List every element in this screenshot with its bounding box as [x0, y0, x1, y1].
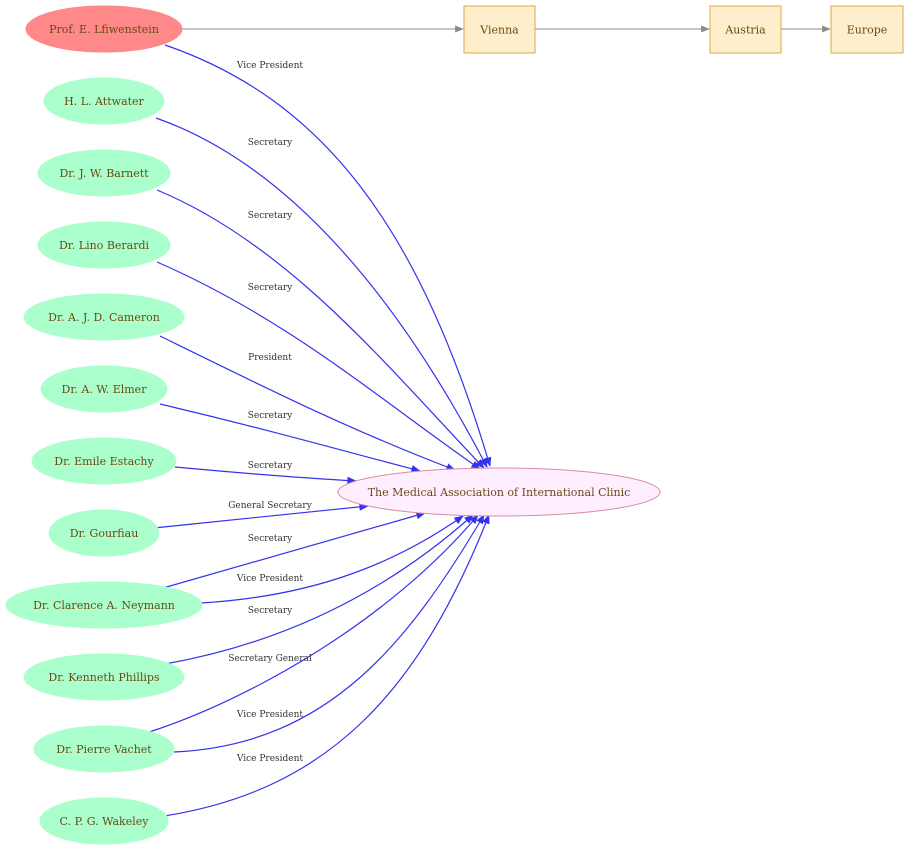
edge-label-secretary: Secretary	[248, 211, 293, 221]
edge-label-secretary: Secretary	[248, 606, 293, 616]
edge-c-p-g-wakeley-vice-president	[163, 514, 490, 817]
edges-layer	[145, 25, 831, 817]
edge-label-president: President	[248, 353, 292, 363]
edge-dr-pierre-vachet-vice-president	[173, 514, 485, 753]
edge-label-general-secretary: General Secretary	[228, 501, 312, 511]
edge-prof-e-lfiwenstein-vice-president	[164, 44, 492, 467]
person-node-c-p-g-wakeley[interactable]: C. P. G. Wakeley	[39, 797, 169, 845]
person-node-label: Dr. A. J. D. Cameron	[48, 311, 160, 324]
edge-label-vice-president: Vice President	[236, 754, 304, 764]
person-node-label: H. L. Attwater	[64, 95, 144, 108]
place-node-label: Austria	[724, 24, 766, 37]
person-node-shape	[39, 797, 169, 845]
edge-dr-a-w-elmer-secretary	[159, 403, 421, 473]
person-node-label: Prof. E. Lfiwenstein	[49, 23, 159, 36]
place-node-austria[interactable]: Austria	[709, 5, 782, 54]
person-node-prof-e-lfiwenstein[interactable]: Prof. E. Lfiwenstein	[25, 5, 183, 53]
edge-dr-pierre-vachet-secretary-general	[145, 514, 479, 734]
person-node-label: Dr. Lino Berardi	[59, 239, 150, 252]
place-node-label: Europe	[847, 24, 888, 37]
person-node-shape	[25, 5, 183, 53]
person-node-shape	[23, 653, 185, 701]
edge-label-vice-president: Vice President	[236, 710, 304, 720]
person-node-label: Dr. Kenneth Phillips	[48, 671, 160, 684]
place-node-shape	[709, 5, 782, 54]
edge-label-vice-president: Vice President	[236, 61, 304, 71]
person-node-shape	[40, 365, 168, 413]
edge-dr-gourfiau-general-secretary	[153, 503, 369, 529]
person-node-shape	[5, 581, 203, 629]
organization-node-label: The Medical Association of International…	[368, 486, 631, 499]
edge-label-secretary: Secretary	[248, 138, 293, 148]
person-node-shape	[31, 437, 177, 485]
person-node-label: C. P. G. Wakeley	[60, 815, 150, 828]
organization-node[interactable]: The Medical Association of International…	[337, 467, 661, 517]
person-node-h-l-attwater[interactable]: H. L. Attwater	[43, 77, 165, 125]
person-node-dr-lino-berardi[interactable]: Dr. Lino Berardi	[37, 221, 171, 269]
edge-label-secretary: Secretary	[248, 461, 293, 471]
edge-dr-j-w-barnett-secretary	[156, 189, 485, 469]
edge-dr-emile-estachy-secretary	[174, 466, 357, 485]
person-node-dr-gourfiau[interactable]: Dr. Gourfiau	[48, 509, 160, 557]
edge-dr-clarence-a-neymann-secretary	[162, 511, 426, 589]
edge-label-secretary: Secretary	[248, 283, 293, 293]
place-node-shape	[463, 5, 536, 54]
person-node-label: Dr. Pierre Vachet	[56, 743, 152, 756]
place-node-vienna[interactable]: Vienna	[463, 5, 536, 54]
edge-label-secretary: Secretary	[248, 534, 293, 544]
organization-node-shape	[337, 467, 661, 517]
edge-labels-layer: Vice PresidentSecretarySecretarySecretar…	[228, 61, 312, 764]
person-node-dr-kenneth-phillips[interactable]: Dr. Kenneth Phillips	[23, 653, 185, 701]
person-node-label: Dr. A. W. Elmer	[62, 383, 148, 396]
person-node-label: Dr. Clarence A. Neymann	[33, 599, 175, 612]
edge-dr-a-j-d-cameron-president	[159, 335, 456, 471]
person-node-shape	[37, 149, 171, 197]
person-node-shape	[23, 293, 185, 341]
person-node-shape	[33, 725, 175, 773]
person-node-dr-pierre-vachet[interactable]: Dr. Pierre Vachet	[33, 725, 175, 773]
person-node-dr-j-w-barnett[interactable]: Dr. J. W. Barnett	[37, 149, 171, 197]
edge-dr-lino-berardi-secretary	[156, 261, 481, 470]
person-node-dr-emile-estachy[interactable]: Dr. Emile Estachy	[31, 437, 177, 485]
edge-label-secretary-general: Secretary General	[228, 654, 312, 664]
edge-dr-kenneth-phillips-secretary	[164, 514, 474, 665]
edge-dr-clarence-a-neymann-vice-president	[200, 515, 464, 604]
person-node-label: Dr. Gourfiau	[70, 527, 139, 540]
person-node-label: Dr. J. W. Barnett	[59, 167, 149, 180]
person-node-dr-a-w-elmer[interactable]: Dr. A. W. Elmer	[40, 365, 168, 413]
person-node-dr-clarence-a-neymann[interactable]: Dr. Clarence A. Neymann	[5, 581, 203, 629]
place-node-shape	[830, 5, 904, 54]
person-node-dr-a-j-d-cameron[interactable]: Dr. A. J. D. Cameron	[23, 293, 185, 341]
edge-label-vice-president: Vice President	[236, 574, 304, 584]
person-node-label: Dr. Emile Estachy	[54, 455, 154, 468]
person-node-shape	[37, 221, 171, 269]
edge-label-secretary: Secretary	[248, 411, 293, 421]
person-node-shape	[48, 509, 160, 557]
person-node-shape	[43, 77, 165, 125]
place-node-europe[interactable]: Europe	[830, 5, 904, 54]
edge-h-l-attwater-secretary	[155, 117, 488, 468]
place-node-label: Vienna	[479, 24, 519, 37]
